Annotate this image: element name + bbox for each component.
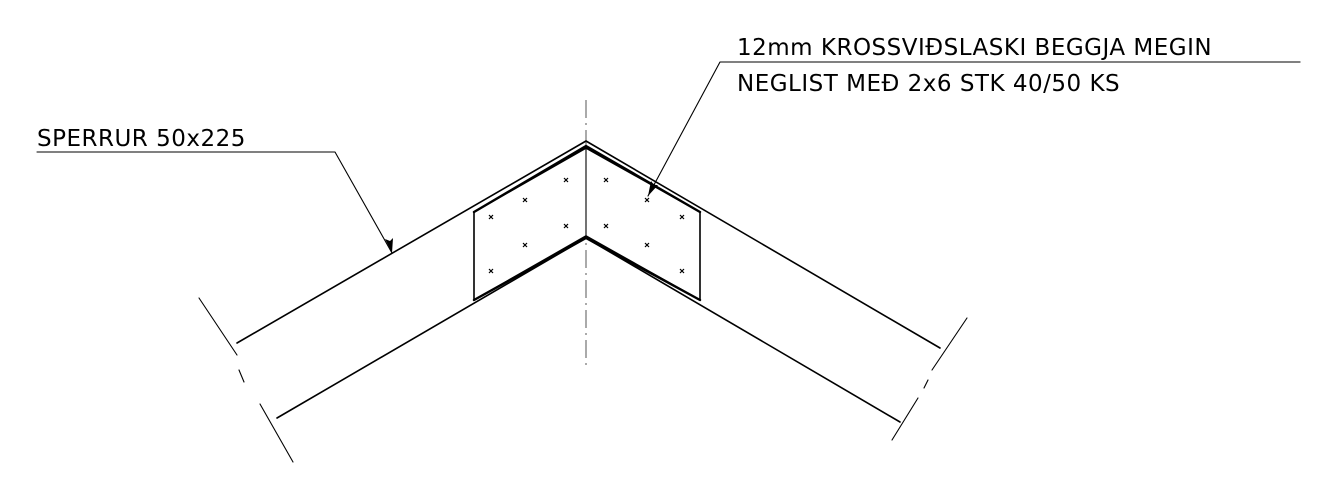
plywood-label-line2: NEGLIST MEÐ 2x6 STK 40/50 KS — [737, 71, 1120, 97]
nail-mark — [488, 268, 494, 274]
plywood-label-leader — [647, 61, 1301, 197]
nail-mark — [644, 242, 650, 248]
nail-mark — [488, 214, 494, 220]
plywood-gusset — [472, 147, 702, 302]
left-rafter — [198, 140, 587, 463]
nail-mark — [563, 177, 569, 183]
nail-mark — [679, 268, 685, 274]
nail-mark — [522, 242, 528, 248]
nail-pattern — [488, 177, 685, 274]
ridge-top-edge — [472, 144, 702, 214]
nail-mark — [603, 223, 609, 229]
rafter-label-leader — [36, 151, 393, 254]
right-rafter — [585, 140, 968, 441]
plywood-label-line1: 12mm KROSSVIÐSLASKI BEGGJA MEGIN — [737, 35, 1212, 61]
rafter-label: SPERRUR 50x225 — [37, 126, 246, 152]
nail-mark — [644, 197, 650, 203]
nail-mark — [603, 177, 609, 183]
nail-mark — [563, 223, 569, 229]
nail-mark — [522, 197, 528, 203]
nail-mark — [679, 214, 685, 220]
